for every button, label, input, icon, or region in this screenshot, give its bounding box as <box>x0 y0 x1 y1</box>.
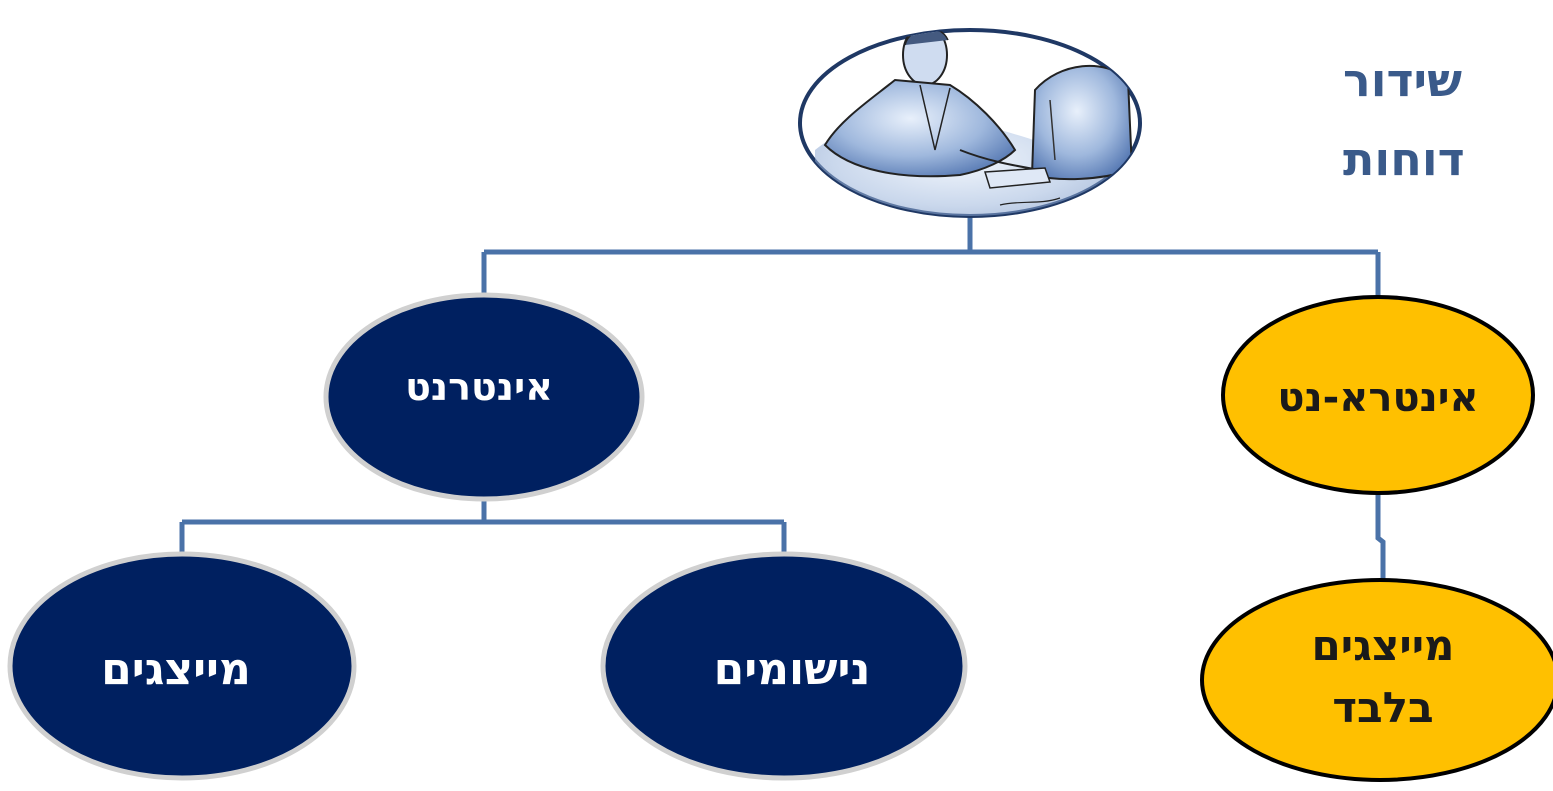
node-internet-label: אינטרנט <box>405 365 553 409</box>
node-representatives-only-line1: מייצגים <box>1312 621 1455 670</box>
header-illustration <box>798 28 1142 218</box>
connectors <box>179 216 1386 580</box>
person-at-computer-icon <box>815 30 1134 216</box>
title-line-2: דוחות <box>1343 132 1465 186</box>
node-intranet-label: אינטרא-נט <box>1277 375 1478 421</box>
connector-intranet-child <box>1375 492 1386 580</box>
title-line-1: שידור <box>1343 53 1462 107</box>
node-registered: נישומים <box>600 551 968 781</box>
node-representatives-only: מייצגים בלבד <box>1200 578 1553 782</box>
node-representatives-only-line2: בלבד <box>1332 683 1433 732</box>
node-representatives: מייצגים <box>7 551 357 781</box>
node-intranet: אינטרא-נט <box>1221 295 1535 495</box>
node-representatives-label: מייצגים <box>101 644 251 695</box>
node-registered-label: נישומים <box>714 644 871 695</box>
node-internet: אינטרנט <box>323 292 645 502</box>
